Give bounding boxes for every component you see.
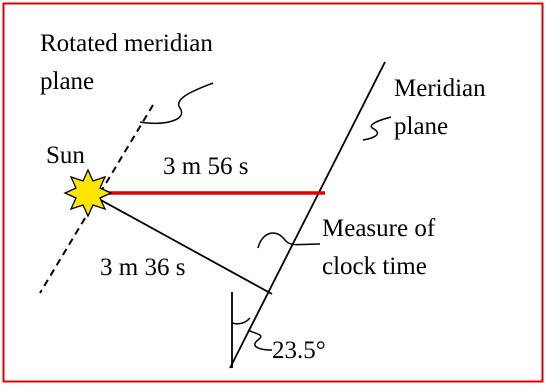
meridian-plane-line xyxy=(229,61,386,369)
angle-label: 23.5° xyxy=(272,337,326,364)
clock-time-line xyxy=(87,192,273,295)
angle-arc xyxy=(231,317,251,325)
angle-pointer xyxy=(247,329,273,351)
measure-pointer xyxy=(257,232,321,249)
rotated-meridian-label-line1: Rotated meridian xyxy=(40,30,213,57)
red-time-label: 3 m 56 s xyxy=(163,153,249,180)
sun-label: Sun xyxy=(46,142,85,169)
meridian-pointer xyxy=(362,116,392,141)
measure-label-line1: Measure of xyxy=(322,215,436,242)
rotated-meridian-pointer xyxy=(139,82,214,124)
measure-label-line2: clock time xyxy=(322,253,427,280)
clock-time-label: 3 m 36 s xyxy=(100,254,186,281)
meridian-label-line1: Meridian xyxy=(394,75,486,102)
rotated-meridian-label-line2: plane xyxy=(40,68,95,95)
meridian-label-line2: plane xyxy=(394,113,449,140)
sun-icon xyxy=(63,168,113,218)
